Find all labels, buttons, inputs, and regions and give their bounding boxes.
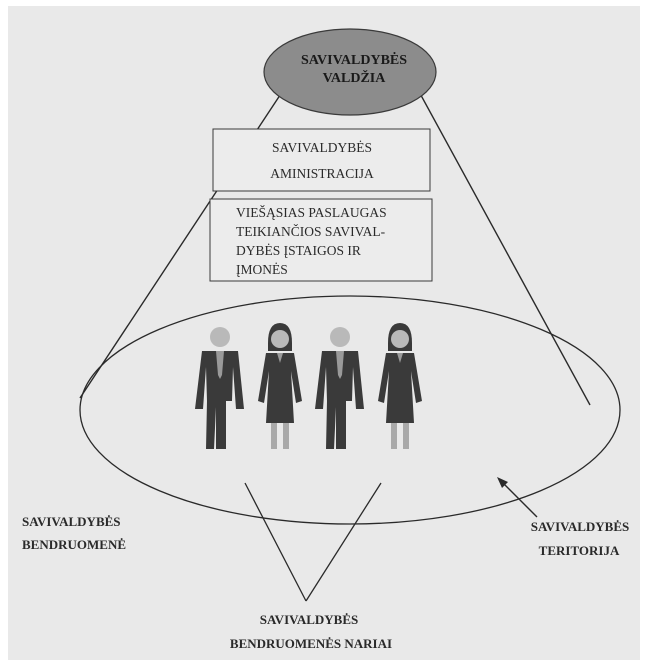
administration-label-line2: AMINISTRACIJA xyxy=(270,166,374,181)
territory-label-line2: TERITORIJA xyxy=(539,543,620,558)
administration-box xyxy=(212,128,431,192)
government-ellipse xyxy=(263,28,437,116)
page-background xyxy=(8,6,640,660)
woman-figure-icon xyxy=(258,323,302,449)
territory-label-line1: SAVIVALDYBĖS xyxy=(531,519,630,534)
government-label-line2: VALDŽIA xyxy=(323,69,387,86)
government-label-line1: SAVIVALDYBĖS xyxy=(301,51,407,68)
territory-arrowhead-icon xyxy=(497,477,508,488)
members-pointer-left xyxy=(244,482,307,602)
administration-label-line1: SAVIVALDYBĖS xyxy=(272,140,372,155)
community-ellipse xyxy=(79,295,621,525)
members-label-line2: BENDRUOMENĖS NARIAI xyxy=(230,636,392,651)
members-label-line1: SAVIVALDYBĖS xyxy=(260,612,359,627)
man-figure-icon xyxy=(195,327,244,449)
community-label-line1: SAVIVALDYBĖS xyxy=(22,514,121,529)
woman-figure-icon xyxy=(378,323,422,449)
man-figure-icon xyxy=(315,327,364,449)
members-pointer-right xyxy=(305,482,382,602)
cone-right-line xyxy=(404,65,591,406)
institutions-label-line4: ĮMONĖS xyxy=(236,262,288,277)
institutions-label-line1: VIEŠĄSIAS PASLAUGAS xyxy=(236,205,387,220)
community-label-line2: BENDRUOMENĖ xyxy=(22,537,126,552)
institutions-label-line3: DYBĖS ĮSTAIGOS IR xyxy=(236,243,361,258)
institutions-box xyxy=(209,198,433,282)
territory-arrow-line xyxy=(501,481,538,518)
institutions-label-line2: TEIKIANČIOS SAVIVAL- xyxy=(236,224,386,239)
